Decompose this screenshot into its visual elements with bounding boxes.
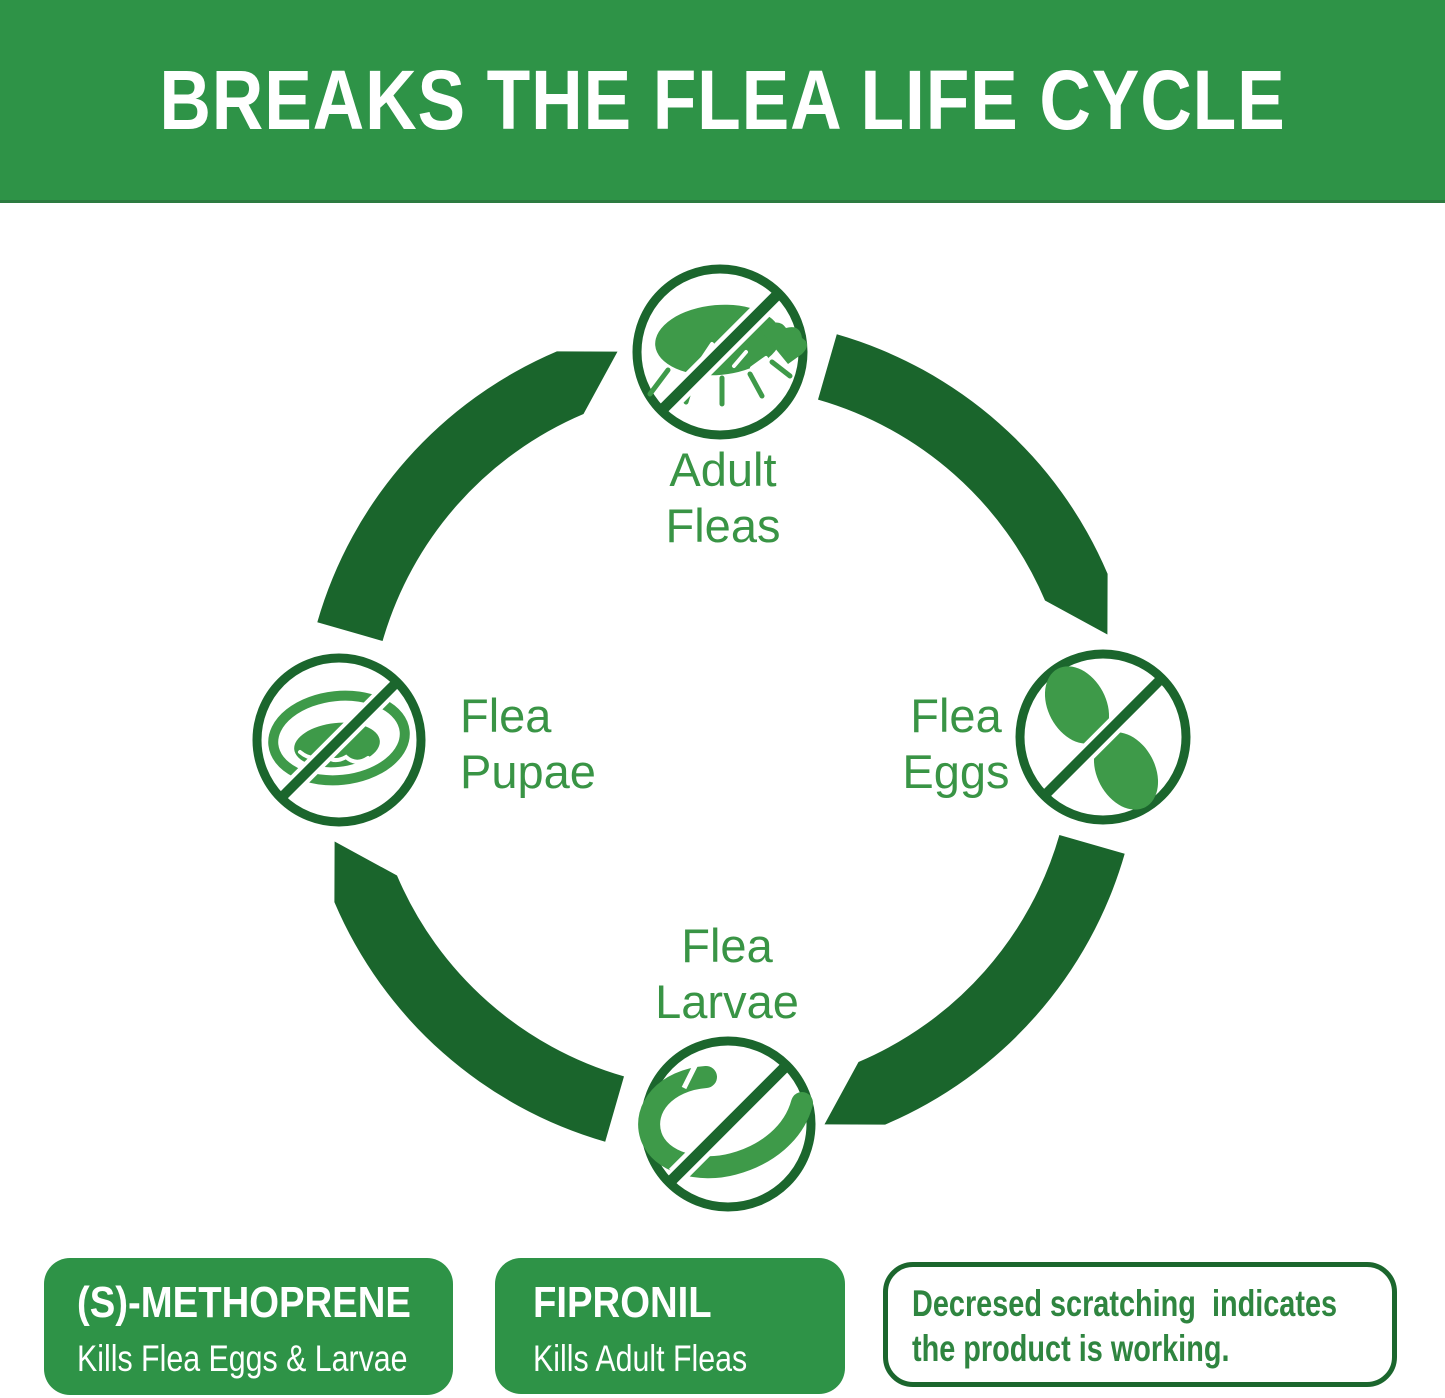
arc-larvae-to-pupae xyxy=(334,841,624,1142)
ingredient-name: FIPRONIL xyxy=(533,1278,712,1327)
arc-adult-to-eggs xyxy=(818,334,1108,635)
cycle-arrow-arcs xyxy=(317,334,1125,1142)
no-flea-larva-icon xyxy=(638,1036,816,1212)
no-flea-eggs-icon xyxy=(1015,649,1191,825)
note-text: Decresed scratching indicates the produc… xyxy=(912,1283,1338,1369)
arc-pupae-to-adult xyxy=(317,351,618,641)
arc-eggs-to-larvae xyxy=(824,835,1125,1125)
no-adult-flea-icon xyxy=(632,264,808,440)
stage-label-adult-fleas: Adult Fleas xyxy=(665,443,781,552)
stage-label-flea-eggs: Flea Eggs xyxy=(902,689,1010,798)
stage-label-flea-larvae: Flea Larvae xyxy=(655,919,799,1028)
note-box: Decresed scratching indicates the produc… xyxy=(883,1262,1397,1387)
no-flea-pupa-icon xyxy=(252,653,426,827)
ingredient-box-methoprene: (S)-METHOPRENE Kills Flea Eggs & Larvae xyxy=(44,1258,453,1395)
header-banner: BREAKS THE FLEA LIFE CYCLE xyxy=(0,0,1445,203)
ingredient-box-fipronil: FIPRONIL Kills Adult Fleas xyxy=(495,1258,845,1394)
ingredient-name: (S)-METHOPRENE xyxy=(77,1278,411,1327)
ingredient-effect: Kills Flea Eggs & Larvae xyxy=(77,1338,408,1379)
ingredient-effect: Kills Adult Fleas xyxy=(533,1338,748,1379)
page-title: BREAKS THE FLEA LIFE CYCLE xyxy=(159,52,1286,147)
stage-label-flea-pupae: Flea Pupae xyxy=(460,689,596,798)
